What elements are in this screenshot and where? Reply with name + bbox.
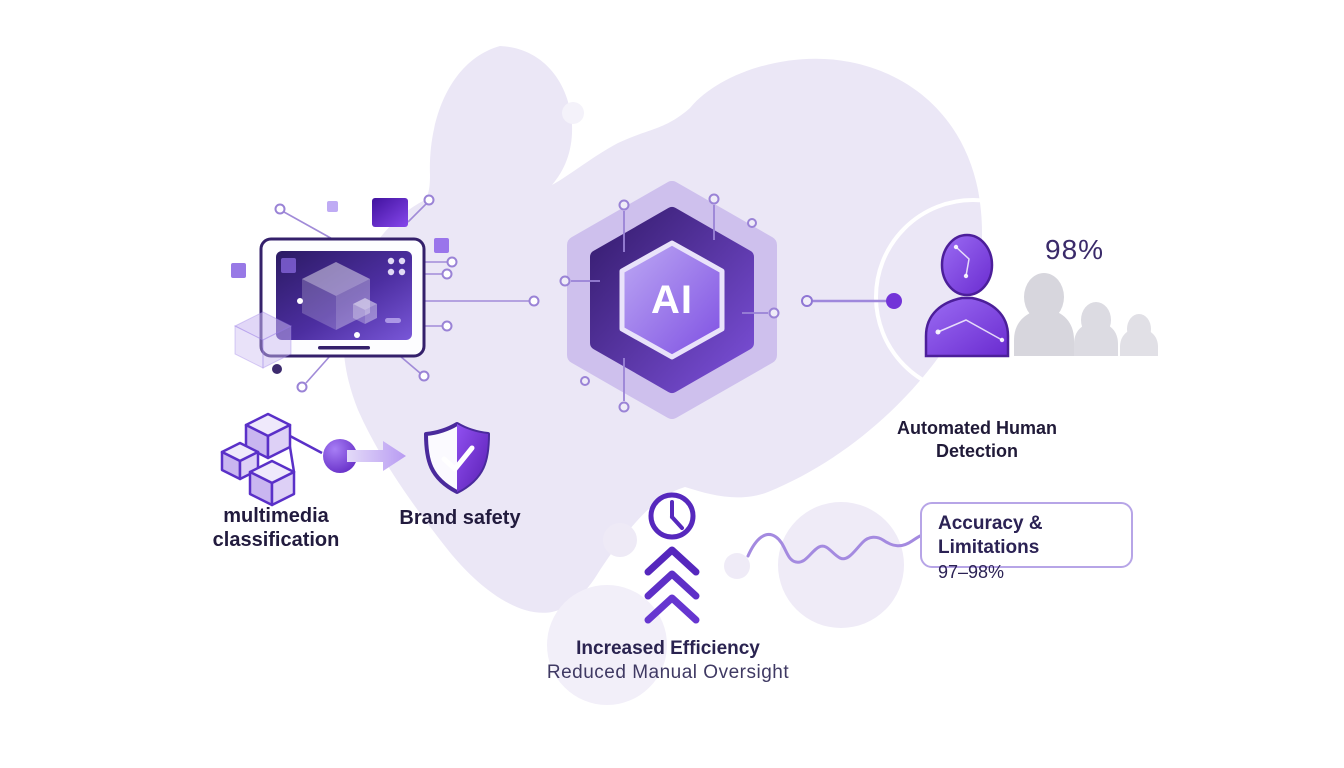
- triple-chevron-up-icon: [644, 546, 700, 624]
- flow-arrow-right-icon: [347, 441, 406, 471]
- screen-dot-a: [297, 298, 303, 304]
- screen-dot-b: [354, 332, 360, 338]
- signal-wave-line: [746, 533, 922, 564]
- accuracy-title: Accuracy & Limitations: [938, 513, 1043, 558]
- reduced-oversight-label: Reduced Manual Oversight: [546, 662, 790, 683]
- detected-person-icon: [924, 233, 1010, 358]
- floating-square-right: [434, 238, 449, 253]
- classification-sphere: [323, 439, 357, 473]
- blob-circle-bottom: [547, 585, 667, 705]
- corner-dot: [272, 364, 282, 374]
- hexagon-inner: [619, 240, 725, 360]
- blob-circle-wave: [778, 502, 904, 628]
- detection-stat: 98%: [1045, 234, 1105, 265]
- hexagon-circuit-lines: [571, 205, 768, 401]
- screen-cube: [302, 262, 377, 330]
- monitor-screen: [276, 251, 412, 340]
- automated-human-detection-label: Automated Human Detection: [897, 417, 1057, 463]
- accuracy-range: 97–98%: [938, 562, 1005, 582]
- accuracy-limitations-box: Accuracy & Limitations 97–98%: [920, 502, 1133, 582]
- automated-human-detection-line2: Detection: [935, 441, 1019, 461]
- screen-dash: [385, 318, 401, 323]
- brand-safety-label: Brand safety: [399, 507, 521, 529]
- white-arc-circle: [874, 198, 1072, 396]
- floating-square-small: [327, 201, 338, 212]
- screen-dots: [387, 257, 406, 276]
- multimedia-monitor-icon: [231, 194, 540, 393]
- increased-efficiency-label: Increased Efficiency: [576, 638, 760, 659]
- multimedia-classification-label: multimedia classification: [213, 504, 340, 552]
- hexagon-circuit-nodes: [559, 193, 780, 413]
- blob-dot-mid: [603, 523, 637, 557]
- background-persons-icon: [1014, 273, 1158, 356]
- person-circuit-dots: [935, 244, 1005, 343]
- blob-dot-small-top: [562, 102, 584, 124]
- screen-square: [281, 258, 296, 273]
- hexagon-person-connector: [801, 293, 902, 309]
- corner-cube: [233, 311, 293, 369]
- efficiency-clock-icon: [648, 492, 696, 540]
- classification-cubes-icon: [220, 412, 323, 507]
- multimedia-line2: classification: [212, 529, 340, 551]
- person-circuit-accents: [937, 246, 1003, 341]
- ai-core-label: AI: [651, 278, 693, 322]
- multimedia-line1: multimedia: [223, 505, 329, 527]
- monitor-circuit-nodes: [274, 194, 540, 393]
- floating-square-dark: [372, 198, 408, 227]
- brand-safety-shield-icon: [424, 422, 490, 494]
- blob-dot-wave: [724, 553, 750, 579]
- floating-square-left: [231, 263, 246, 278]
- hexagon-ai-core-icon: [559, 181, 902, 419]
- monitor-bottom-line: [318, 346, 370, 350]
- automated-human-detection-line1: Automated Human: [896, 418, 1058, 438]
